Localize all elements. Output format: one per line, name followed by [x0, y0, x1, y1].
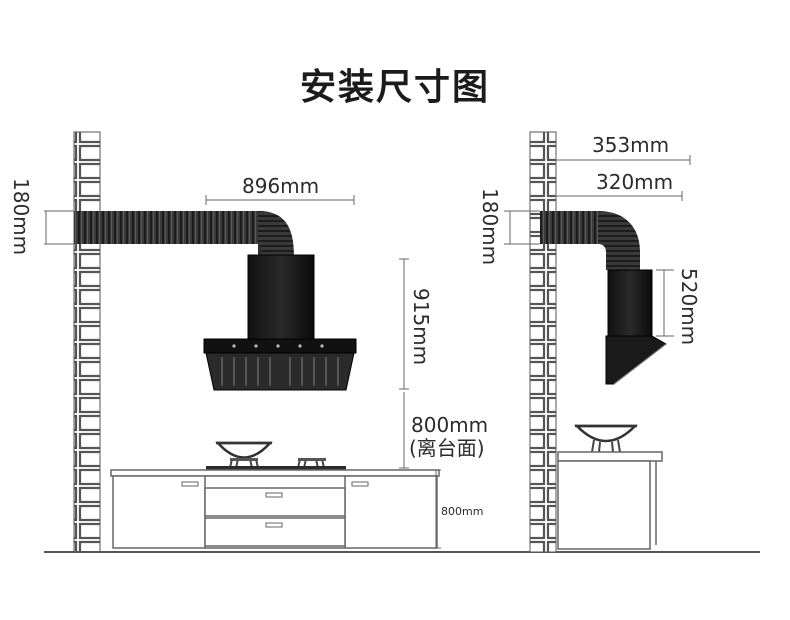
left-duct-bend	[258, 211, 294, 256]
left-hood-controls	[232, 344, 324, 348]
left-hood-panel	[203, 338, 357, 354]
left-hood-height-dimension	[399, 258, 409, 390]
left-brick-wall	[73, 131, 101, 553]
left-duct-horizontal	[74, 211, 260, 244]
left-clearance-dimension	[399, 392, 409, 469]
left-duct-width-dimension	[205, 195, 355, 205]
left-clearance-note: (离台面)	[409, 436, 485, 460]
drawer-handle	[265, 492, 283, 498]
left-duct-width-label: 896mm	[242, 174, 319, 198]
left-hood-height-label: 915mm	[409, 288, 433, 365]
left-clearance-label: 800mm	[411, 413, 488, 437]
right-brick-wall	[529, 131, 557, 553]
right-burner-stand-side	[591, 439, 621, 453]
left-counter-height-dimension	[431, 469, 441, 549]
right-hood-height-label: 520mm	[677, 268, 701, 345]
left-cooktop	[206, 466, 346, 471]
right-outer-width-label: 353mm	[592, 133, 669, 157]
right-hood-height-dimension	[656, 269, 674, 337]
door-handle	[351, 481, 369, 487]
right-countertop	[557, 451, 663, 462]
right-duct-height-dimension	[504, 210, 540, 245]
left-duct-height-dimension	[44, 210, 74, 245]
left-burner-stand	[229, 458, 259, 469]
left-drawer-bottom	[204, 517, 346, 547]
right-duct-height-label: 180mm	[478, 188, 502, 265]
right-wok	[574, 424, 638, 443]
right-outer-width-dimension	[555, 155, 691, 165]
left-hood-body	[205, 352, 355, 391]
left-duct-height-label: 180mm	[9, 178, 33, 255]
right-burner-stand	[297, 458, 326, 469]
right-hood-chimney	[607, 269, 653, 337]
page-title: 安装尺寸图	[299, 67, 490, 108]
right-cabinet-side	[557, 460, 651, 550]
right-hood-body	[605, 335, 667, 385]
right-inner-width-dimension	[555, 191, 683, 201]
left-hood-filter	[221, 357, 339, 386]
right-duct-bend	[598, 211, 640, 270]
left-hood-chimney	[247, 254, 315, 340]
right-inner-width-label: 320mm	[596, 170, 673, 194]
drawer-handle	[265, 522, 283, 528]
door-handle	[181, 481, 199, 487]
right-duct-horizontal	[540, 211, 600, 244]
left-wok	[215, 441, 273, 459]
left-drawer-top	[204, 487, 346, 517]
left-countertop	[110, 469, 440, 477]
left-counter-height-label: 800mm	[441, 505, 483, 518]
